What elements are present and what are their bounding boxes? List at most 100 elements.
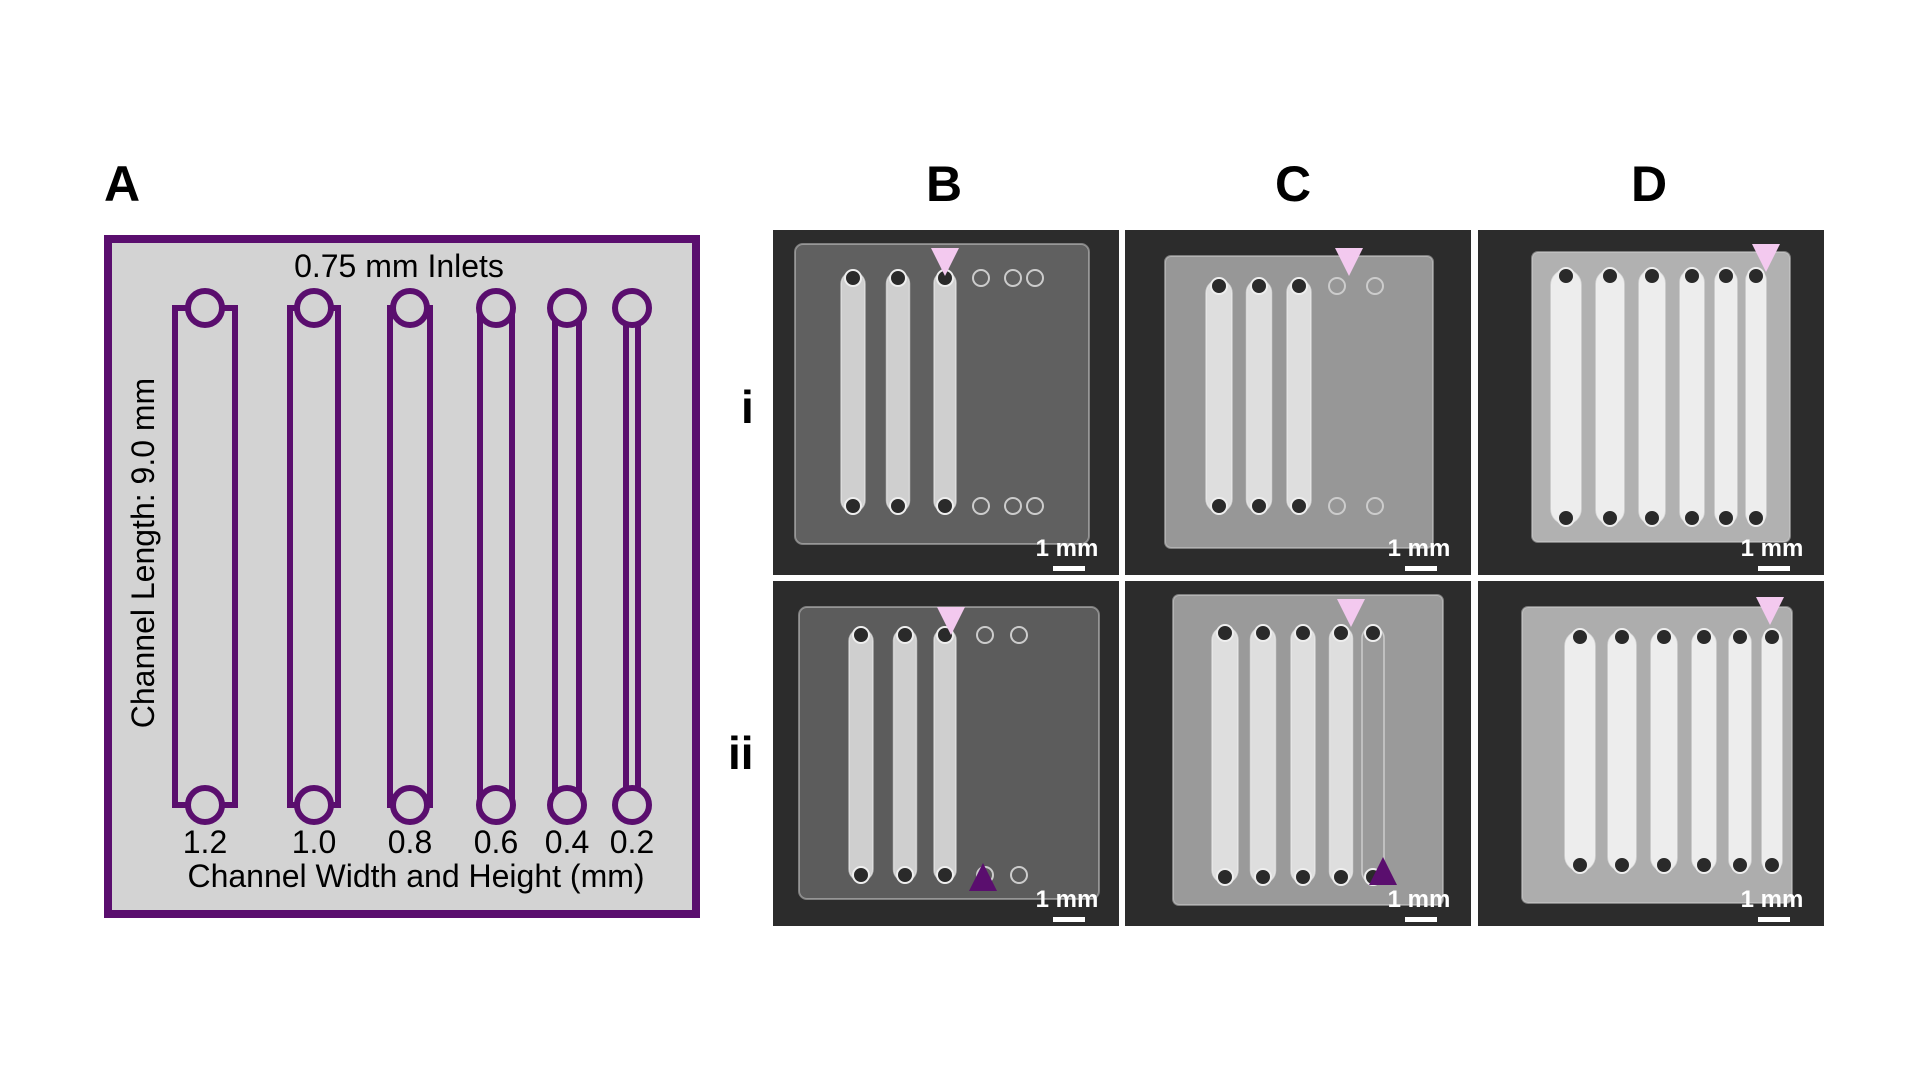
- channel-width-label: 0.4: [545, 824, 589, 860]
- panel-label-b: B: [926, 156, 963, 212]
- channel-length-label: Channel Length: 9.0 mm: [125, 378, 161, 728]
- chip-channel: [1745, 269, 1767, 525]
- scale-bar: [1405, 566, 1437, 571]
- scale-bar-label: 1 mm: [1741, 535, 1804, 562]
- chip-port: [1655, 856, 1673, 874]
- channel-inlet: [547, 288, 587, 328]
- chip-port: [1747, 509, 1765, 527]
- chip-port: [852, 866, 870, 884]
- chip-port: [1717, 509, 1735, 527]
- inlet-label: 0.75 mm Inlets: [294, 248, 504, 284]
- chip-port: [1601, 267, 1619, 285]
- scale-bar-label: 1 mm: [1036, 535, 1099, 562]
- chip-port: [1683, 267, 1701, 285]
- photo-c-ii: 1 mm: [1125, 581, 1471, 926]
- chip-channel: [1595, 269, 1625, 525]
- chip-port: [1216, 868, 1234, 886]
- photo-b-i: 1 mm: [773, 230, 1119, 575]
- scale-bar-label: 1 mm: [1388, 886, 1451, 913]
- scale-bar: [1053, 917, 1085, 922]
- chip-port: [1366, 277, 1384, 295]
- schematic-svg: 0.75 mm Inlets Channel Length: 9.0 mm 1.…: [104, 235, 700, 918]
- chip-port: [972, 269, 990, 287]
- photo-d-ii-svg: 1 mm: [1478, 581, 1824, 926]
- channel-inlet: [612, 288, 652, 328]
- inlet-marker-triangle: [931, 248, 959, 276]
- chip-port: [1683, 509, 1701, 527]
- row-label-i: i: [741, 381, 754, 433]
- chip-port: [1571, 856, 1589, 874]
- chip-channel: [840, 271, 866, 513]
- chip-port: [1747, 267, 1765, 285]
- photo-b-i-svg: 1 mm: [773, 230, 1119, 575]
- chip-channel: [1290, 626, 1316, 884]
- fill-front-marker-triangle: [969, 863, 997, 891]
- chip-channel: [1761, 630, 1783, 872]
- chip-port: [1010, 626, 1028, 644]
- chip-port: [852, 626, 870, 644]
- chip-port: [1004, 269, 1022, 287]
- chip-port: [1643, 267, 1661, 285]
- chip-port: [1695, 856, 1713, 874]
- chip-port: [1731, 856, 1749, 874]
- chip-port: [1332, 868, 1350, 886]
- chip-port: [1290, 277, 1308, 295]
- chip-channel: [1638, 269, 1666, 525]
- panel-label-a: A: [104, 156, 141, 212]
- chip-port: [1250, 277, 1268, 295]
- chip-port: [1557, 509, 1575, 527]
- channel-schematic: 0.75 mm Inlets Channel Length: 9.0 mm 1.…: [104, 235, 700, 918]
- chip-port: [1254, 624, 1272, 642]
- chip-channel: [933, 628, 957, 882]
- chip-port: [844, 497, 862, 515]
- channel-inlet: [294, 288, 334, 328]
- chip-port: [1717, 267, 1735, 285]
- chip-port: [844, 269, 862, 287]
- channel-outlet: [476, 785, 516, 825]
- scale-bar: [1053, 566, 1085, 571]
- channel-inlet: [390, 288, 430, 328]
- chip-port: [1613, 628, 1631, 646]
- channel-outlet: [547, 785, 587, 825]
- chip-port: [1731, 628, 1749, 646]
- chip-port: [1210, 277, 1228, 295]
- channel-width-label: 0.8: [388, 824, 432, 860]
- chip-port: [1613, 856, 1631, 874]
- chip-channel: [1650, 630, 1678, 872]
- inlet-marker-triangle: [1337, 599, 1365, 627]
- scale-bar-label: 1 mm: [1741, 886, 1804, 913]
- photo-d-ii: 1 mm: [1478, 581, 1824, 926]
- inlet-marker-triangle: [1756, 597, 1784, 625]
- photo-d-i-svg: 1 mm: [1478, 230, 1824, 575]
- chip-port: [896, 626, 914, 644]
- chip-port: [936, 866, 954, 884]
- chip-port: [1655, 628, 1673, 646]
- photo-c-i-svg: 1 mm: [1125, 230, 1471, 575]
- channel-inlet: [476, 288, 516, 328]
- chip-port: [1364, 624, 1382, 642]
- chip-channel: [933, 271, 957, 513]
- chip-port: [976, 626, 994, 644]
- channel-outlet: [185, 785, 225, 825]
- chip-port: [1601, 509, 1619, 527]
- chip-channel: [1550, 269, 1582, 525]
- chip-channel: [892, 628, 918, 882]
- chip-port: [1366, 497, 1384, 515]
- chip-port: [1250, 497, 1268, 515]
- chip-port: [1294, 868, 1312, 886]
- chip-channel: [1691, 630, 1717, 872]
- scale-bar: [1405, 917, 1437, 922]
- photo-c-ii-svg: 1 mm: [1125, 581, 1471, 926]
- chip-channel: [1249, 626, 1277, 884]
- scale-bar-label: 1 mm: [1036, 886, 1099, 913]
- chip-port: [1557, 267, 1575, 285]
- chip-port: [1571, 628, 1589, 646]
- chip-port: [1254, 868, 1272, 886]
- chip-port: [1004, 497, 1022, 515]
- channel-outlet: [390, 785, 430, 825]
- chip-channel: [885, 271, 911, 513]
- channel-width-label: 1.2: [183, 824, 227, 860]
- chip-port: [1216, 624, 1234, 642]
- chip-port: [1026, 497, 1044, 515]
